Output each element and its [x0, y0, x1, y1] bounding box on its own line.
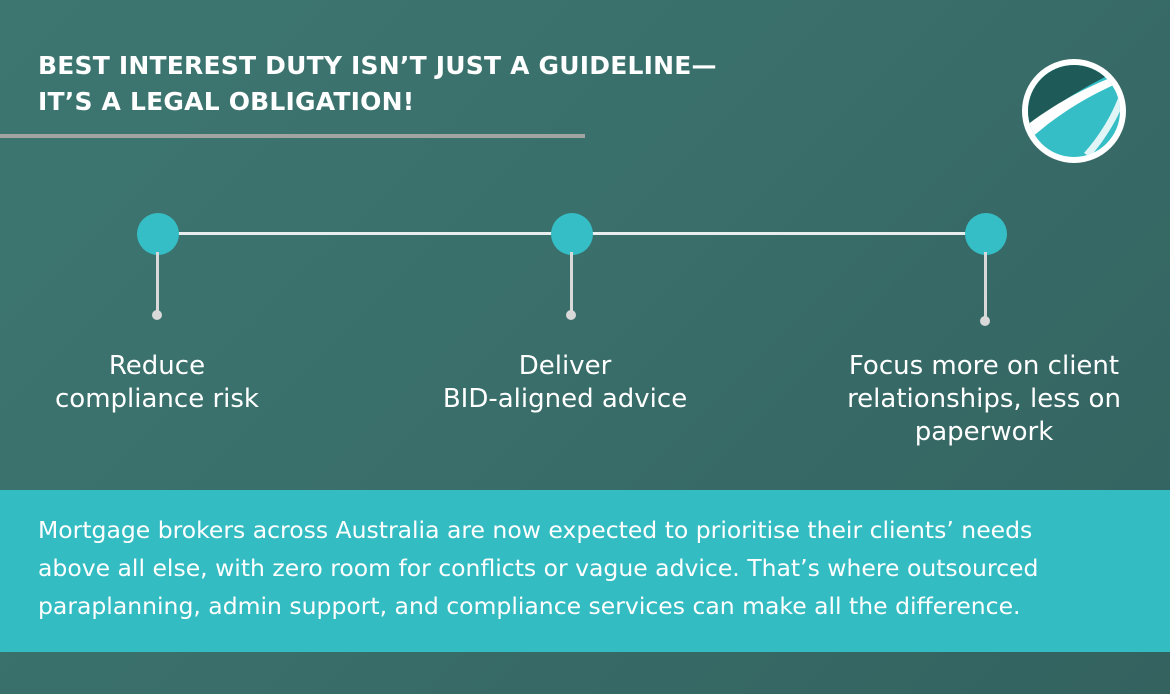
timeline: Reduce compliance risk Deliver BID-align… — [55, 213, 1121, 447]
swoosh-globe-logo-icon — [1022, 59, 1126, 163]
timeline-step-1-label: Reduce compliance risk — [55, 351, 259, 414]
timeline-stem-2 — [570, 252, 573, 312]
page-title-line-2: IT’S A LEGAL OBLIGATION! — [38, 87, 415, 116]
timeline-stem-dot-3 — [980, 316, 990, 326]
timeline-node-1 — [137, 213, 179, 255]
timeline-stem-dot-1 — [152, 310, 162, 320]
timeline-stem-3 — [984, 252, 987, 318]
timeline-step-2-label: Deliver BID-aligned advice — [442, 351, 688, 414]
timeline-node-3 — [965, 213, 1007, 255]
info-banner: Mortgage brokers across Australia are no… — [0, 490, 1170, 652]
title-underline-divider — [0, 134, 585, 138]
timeline-stem-1 — [156, 252, 159, 312]
page-title-line-1: BEST INTEREST DUTY ISN’T JUST A GUIDELIN… — [38, 51, 717, 80]
timeline-stem-dot-2 — [566, 310, 576, 320]
timeline-node-2 — [551, 213, 593, 255]
page-title: BEST INTEREST DUTY ISN’T JUST A GUIDELIN… — [38, 48, 717, 120]
timeline-step-3-label: Focus more on client relationships, less… — [847, 351, 1121, 447]
banner-paragraph: Mortgage brokers across Australia are no… — [38, 516, 1039, 620]
